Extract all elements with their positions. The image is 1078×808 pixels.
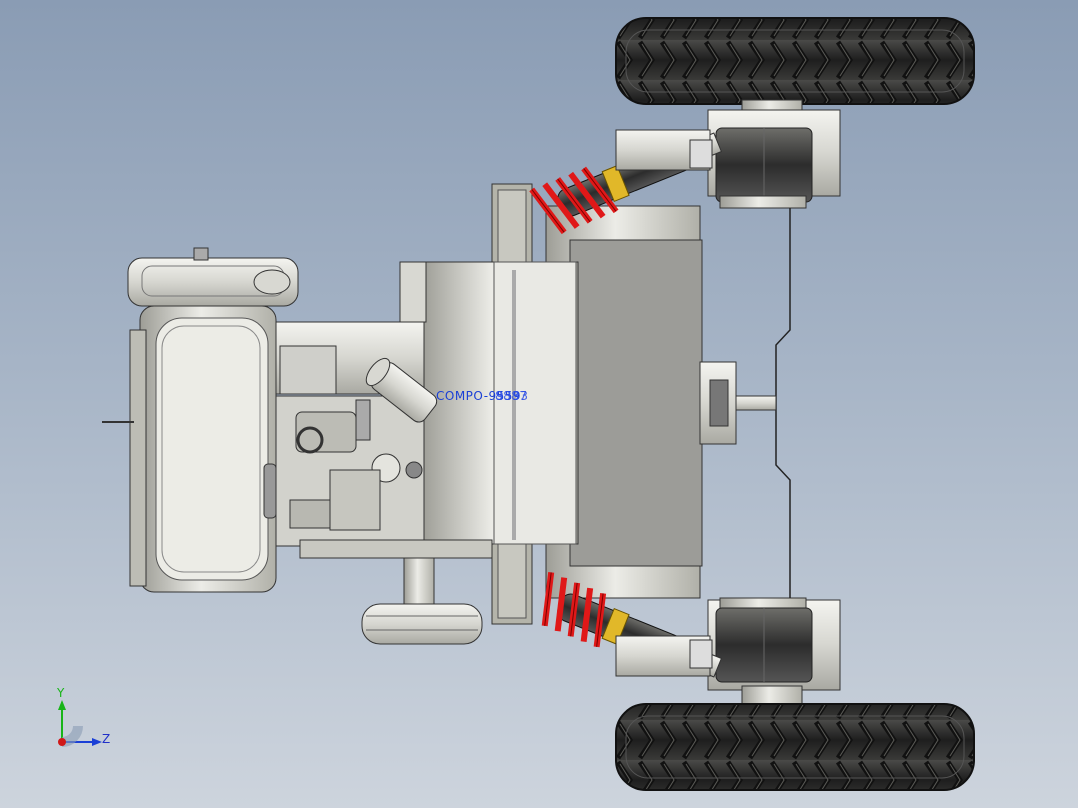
steering-link <box>775 208 791 598</box>
output-shaft[interactable] <box>699 361 777 445</box>
bottom-shock-absorber[interactable] <box>532 572 728 691</box>
bottom-wheel[interactable] <box>615 597 975 791</box>
transaxle-housing[interactable] <box>421 183 703 625</box>
component-label-number-overlap: 8887 <box>495 389 528 403</box>
top-wheel[interactable] <box>615 17 975 209</box>
orientation-triad[interactable]: Y Z <box>52 686 122 756</box>
triad-z-label: Z <box>102 732 111 746</box>
component-label[interactable]: COMPO-9559 <box>436 389 521 403</box>
component-label-prefix: COMPO- <box>436 389 489 403</box>
component-label-number-overlap: 9333 <box>496 389 529 403</box>
triad-y-label: Y <box>57 686 65 700</box>
top-shock-absorber[interactable] <box>529 118 728 237</box>
triad-axes-icon <box>58 700 102 747</box>
component-label-number: 9559 <box>488 389 522 403</box>
engine-assembly[interactable] <box>102 247 493 645</box>
